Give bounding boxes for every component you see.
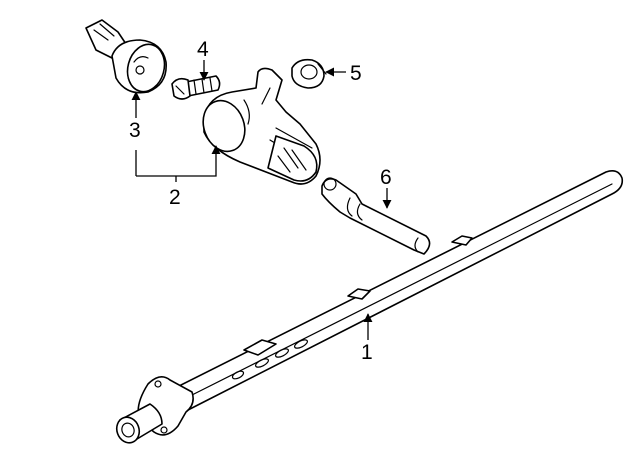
callout-3: 3 [129,119,141,142]
callout-leaders [131,60,392,340]
leader-2-bar [136,145,221,177]
callout-4: 4 [197,38,209,61]
part-2-housing [202,67,321,185]
part-3-socket [85,19,167,94]
part-1-shaft [115,170,624,444]
part-6-rod [321,177,431,255]
part-5-nut [291,58,327,89]
callout-1: 1 [361,341,373,364]
callout-6: 6 [380,166,392,189]
callout-5: 5 [350,62,362,85]
callout-2: 2 [169,186,181,209]
part-4-bolt [171,75,221,100]
